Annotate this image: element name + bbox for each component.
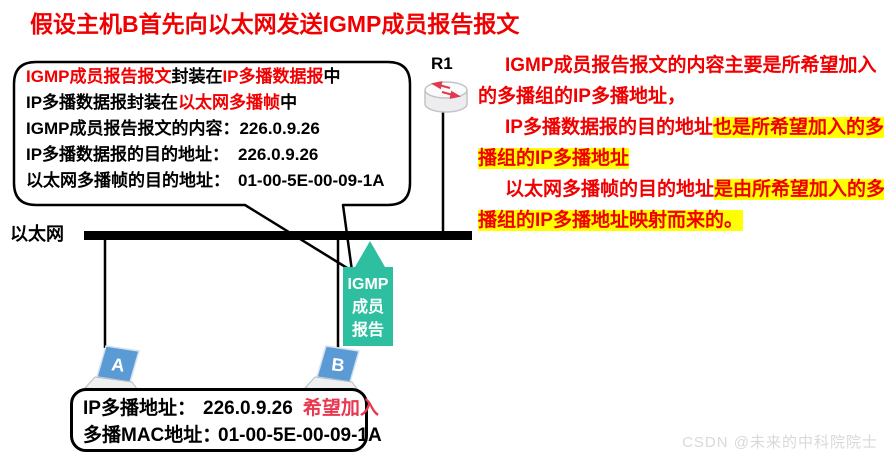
ip-dest-value: 226.0.9.26 [238,145,319,164]
ethernet-bus [84,231,472,240]
laptop-b-icon: B [303,345,362,394]
explanation-panel: IGMP成员报告报文的内容主要是所希望加入 的多播组的IP多播地址， IP多播数… [478,50,884,236]
explanation-line-6: 播组的IP多播地址映射而来的。 [478,210,743,231]
explanation-line-2: 的多播组的IP多播地址， [478,86,686,107]
mac-multicast-value: 01-00-5E-00-09-1A [218,425,382,446]
watermark: CSDN @未来的中科院院士 [682,434,878,451]
mac-dest-value: 01-00-5E-00-09-1A [238,171,385,190]
igmp-report-label: IGMP 成员 报告 [347,276,389,339]
mac-multicast-row: 多播MAC地址：01-00-5E-00-09-1A [83,425,382,446]
bubble-line-mac-dest: 以太网多播帧的目的地址：01-00-5E-00-09-1A [26,171,385,190]
ethernet-label: 以太网 [10,224,64,244]
join-note: 希望加入 [302,398,379,419]
explanation-line-5: 以太网多播帧的目的地址是由所希望加入的多 [505,179,884,200]
explanation-line-1: IGMP成员报告报文的内容主要是所希望加入 [505,55,877,76]
laptop-a-icon: A [83,345,142,394]
explanation-line-4: 播组的IP多播地址 [478,148,629,169]
bubble-line-content: IGMP成员报告报文的内容：226.0.9.26 [26,119,320,138]
router-icon [424,81,468,113]
bubble-line-ip-dest: IP多播数据报的目的地址：226.0.9.26 [26,145,319,164]
explanation-line-3: IP多播数据报的目的地址也是所希望加入的多 [505,117,884,138]
page-title: 假设主机B首先向以太网发送IGMP成员报告报文 [30,11,520,37]
ip-multicast-value: 226.0.9.26 [203,398,293,419]
igmp-content-value: 226.0.9.26 [239,119,320,138]
bubble-line-encap-eth: IP多播数据报封装在以太网多播帧中 [26,93,298,112]
router-label: R1 [431,54,453,73]
igmp-report-arrow [343,241,393,346]
bubble-line-encap-ip: IGMP成员报告报文封装在IP多播数据报中 [26,67,341,86]
host-a-letter: A [110,354,125,375]
bubble-text: IGMP成员报告报文封装在IP多播数据报中 IP多播数据报封装在以太网多播帧中 … [26,64,406,194]
host-b-letter: B [330,354,345,375]
